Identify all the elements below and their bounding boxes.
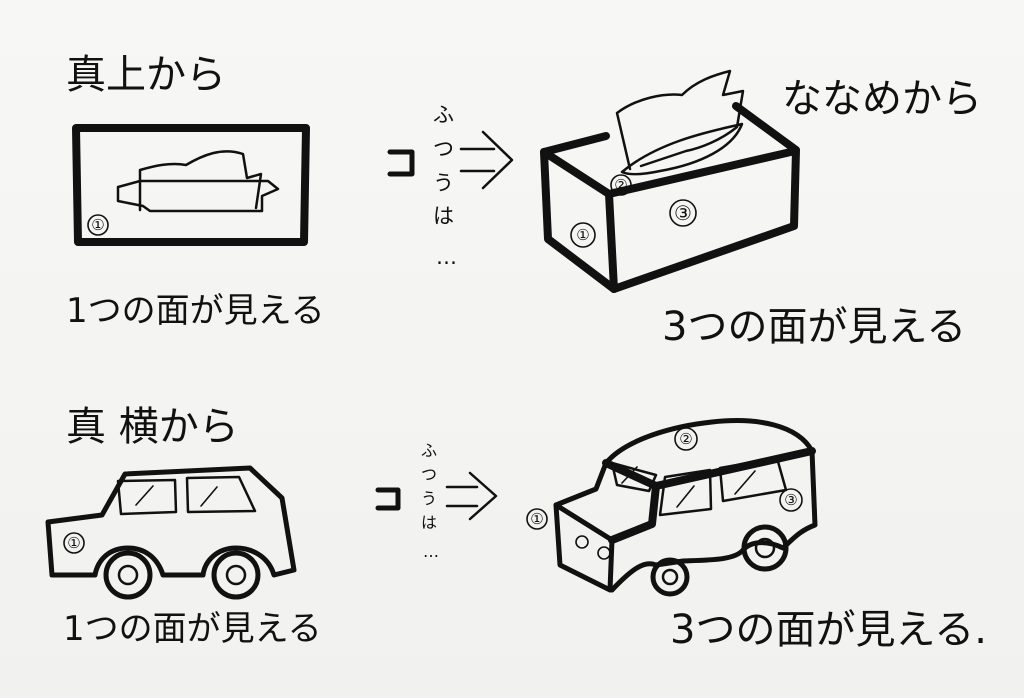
car-angle-face-2-label: ② — [679, 430, 692, 448]
car-side-rear-window — [185, 475, 257, 514]
car-angle-face-2-circle — [674, 427, 698, 451]
car-side-front-hub — [117, 564, 139, 586]
car-side-front-window — [116, 478, 178, 516]
tissue-top-view-heading: 真上から — [66, 52, 226, 98]
car-angle-front-wheel — [650, 557, 690, 597]
tissue-slot-angled — [620, 122, 744, 176]
car-arrow-text-1: ふ — [421, 441, 437, 460]
tissue-arrow-text-3: う — [433, 171, 454, 195]
car-side-face-label: ① — [67, 534, 80, 552]
car-arrow-text-5: … — [423, 542, 439, 561]
tissue-box-angled-side-edge — [540, 148, 618, 293]
car-side-front-wheel — [103, 550, 153, 600]
car-angle-roofline — [652, 447, 816, 490]
tissue-arrow-bracket — [387, 149, 415, 177]
car-side-face-circle — [63, 532, 85, 554]
car-angle-front-window — [658, 468, 713, 517]
tissue-angle-face-1-label: ① — [576, 226, 589, 244]
car-angle-face-1-label: ① — [530, 510, 543, 528]
car-arrow-text-3: う — [421, 489, 437, 508]
tissue-arrow-head — [481, 130, 514, 190]
tissue-angle-view-heading: ななめから — [782, 76, 982, 122]
tissue-angle-view-caption: 3つの面が見える — [662, 304, 966, 350]
tissue-top-face-label: ① — [91, 216, 104, 234]
car-angle-rear-wheel — [741, 524, 789, 572]
tissue-angle-face-3-circle — [669, 199, 697, 227]
car-side-rear-hub — [225, 564, 247, 586]
car-side-window-glare-1 — [135, 485, 154, 506]
car-side-window-glare-2 — [200, 486, 218, 507]
car-angle-face-3-label: ③ — [784, 491, 797, 509]
tissue-angle-face-2-label: ② — [614, 176, 627, 194]
tissue-paper-top — [138, 150, 263, 212]
car-side-body — [45, 465, 297, 578]
tissue-top-face-circle — [87, 214, 109, 236]
car-angle-glare-3 — [621, 466, 638, 484]
car-angle-rear-hub — [754, 537, 776, 559]
tissue-angle-face-3-label: ③ — [674, 201, 692, 225]
car-angle-face-1-circle — [526, 508, 548, 530]
car-arrow-text-2: つ — [421, 465, 437, 484]
car-angle-face-3-circle — [779, 488, 803, 512]
car-side-view-caption: 1つの面が見える — [63, 609, 322, 649]
car-angle-view-caption: 3つの面が見える. — [670, 607, 987, 653]
car-angle-body — [553, 418, 818, 593]
car-arrow-bracket — [375, 487, 401, 511]
car-arrow-text-4: は — [421, 513, 437, 532]
car-arrow-head — [468, 471, 498, 521]
tissue-arrow-text-1: ふ — [433, 103, 454, 127]
tissue-arrow-text-5: … — [436, 245, 457, 269]
car-side-rear-wheel — [211, 550, 261, 600]
tissue-angle-face-2-circle — [610, 174, 632, 196]
tissue-slot — [116, 179, 280, 213]
car-angle-headlight-left — [575, 535, 589, 549]
tissue-top-view-caption: 1つの面が見える — [66, 291, 325, 331]
car-angle-glare-1 — [676, 485, 695, 508]
tissue-paper-angled — [615, 69, 745, 171]
tissue-box-top-outline — [72, 124, 310, 246]
tissue-box-angled-top-left — [540, 132, 610, 156]
tissue-arrow-text-2: つ — [433, 137, 454, 161]
tissue-arrow-text-4: は — [433, 204, 454, 228]
car-angle-windshield — [610, 461, 658, 493]
tissue-angle-face-1-circle — [570, 222, 596, 248]
car-angle-front-hub — [661, 568, 679, 586]
car-angle-headlight-right — [597, 546, 611, 560]
car-side-view-heading: 真 横から — [66, 404, 239, 450]
car-angle-glare-2 — [734, 470, 756, 495]
tissue-box-angled-front-top — [605, 147, 799, 198]
tissue-box-angled-outline — [540, 102, 800, 293]
